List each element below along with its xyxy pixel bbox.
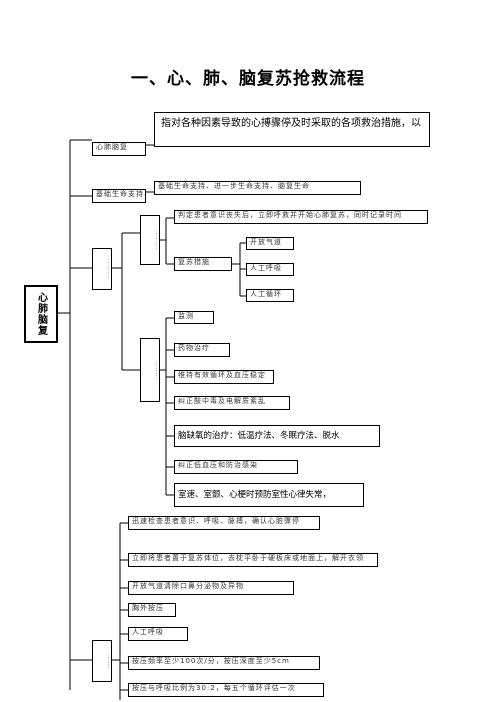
group-2-marker: ：：：： xyxy=(140,215,160,265)
node-measures: 复苏措施 xyxy=(174,257,232,271)
node-list-2: 立即将患者置于复苏体位，去枕平卧于硬板床或地面上，解开衣领 xyxy=(128,553,378,567)
node-stages: 基础生命支持、进一步生命支持、脑复生命 xyxy=(154,181,361,195)
node-prevent: 纠正低血压和防治感染 xyxy=(174,460,298,474)
node-breathing: 人工呼吸 xyxy=(246,263,294,276)
node-list-3: 开放气道清除口鼻分泌物及异物 xyxy=(128,581,294,595)
node-list-1: 迅速检查患者意识、呼吸、脉搏，确认心脏骤停 xyxy=(128,516,320,530)
node-list-5: 人工呼吸 xyxy=(128,627,188,641)
node-arrhythmia: 室速、室颤、心梗时预防室性心律失常， xyxy=(174,483,364,507)
node-maintain: 维持有效循环及血压稳定 xyxy=(174,370,274,384)
node-airway: 开放气道 xyxy=(246,237,294,250)
page-title: 一、心、肺、脑复苏抢救流程 xyxy=(131,69,365,89)
group-1-marker: ：：：： xyxy=(92,248,112,290)
node-stage-label: 基础生命支持、进一步生命支持、脑复生命 xyxy=(92,189,146,203)
definition-box: 指对各种因素导致的心搏骤停及时采取的各项救治措施，以 xyxy=(154,112,430,147)
node-monitor: 监测 xyxy=(174,311,214,324)
root-node: 心肺脑复 xyxy=(24,285,58,343)
node-list-6: 按压频率至少100次/分，按压深度至少5cm xyxy=(128,656,320,670)
node-drugs: 药物治疗 xyxy=(174,343,230,357)
group-4-marker: ：：： xyxy=(92,640,112,682)
node-list-7: 按压与呼吸比例为30:2，每五个循环评估一次 xyxy=(128,683,324,697)
node-list-4: 胸外按压 xyxy=(128,603,176,617)
node-circulation: 人工循环 xyxy=(246,289,294,302)
node-definition-label: 心肺脑复 xyxy=(92,142,146,156)
group-3-marker: ：：：： xyxy=(140,338,160,402)
node-brain: 脑缺氧的治疗：低温疗法、冬眠疗法、脱水 xyxy=(174,425,380,447)
node-correct: 纠正酸中毒及电解质紊乱 xyxy=(174,396,290,410)
node-upper-long: 判定患者意识丧失后，立即呼救并开始心肺复苏，同时记录时间 xyxy=(174,210,428,224)
